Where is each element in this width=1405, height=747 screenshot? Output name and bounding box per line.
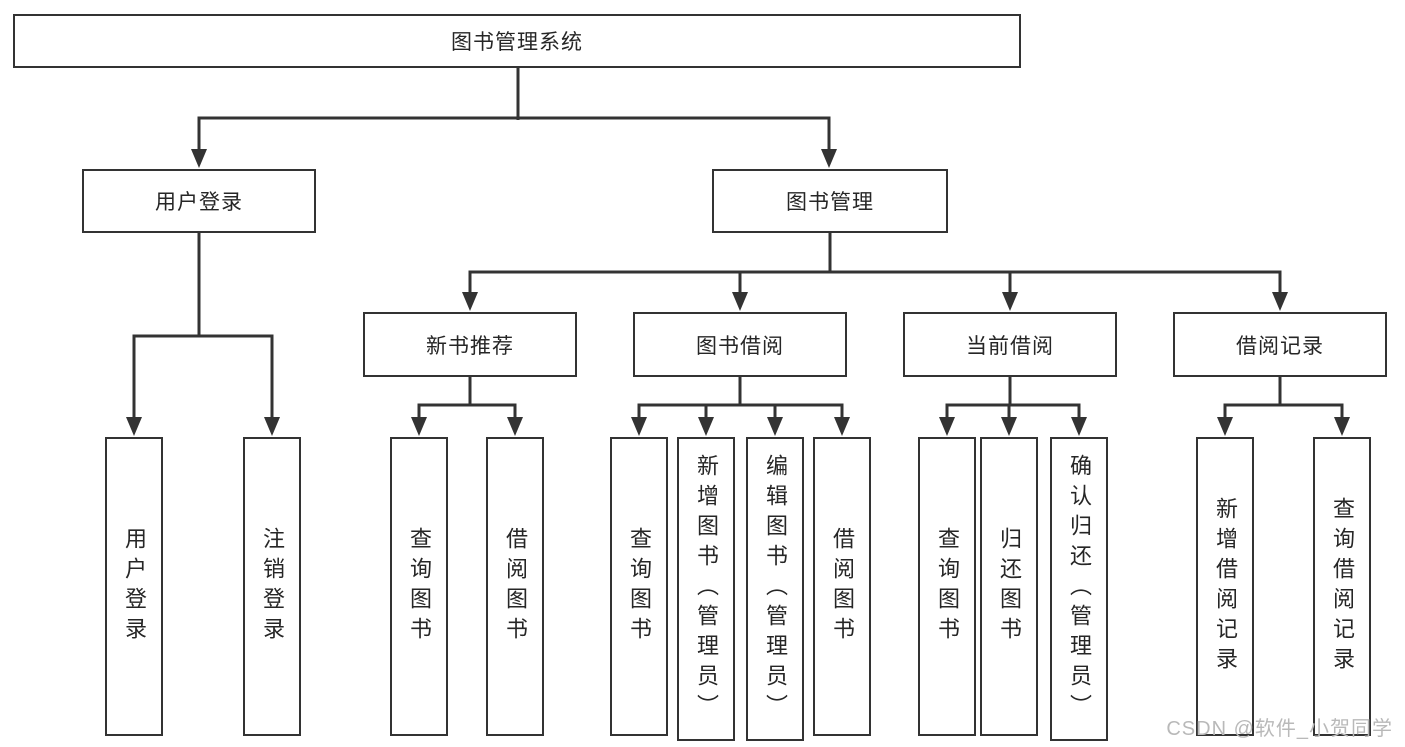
arrowhead xyxy=(1334,417,1350,436)
node-label: 查询图书 xyxy=(407,526,432,647)
leaf-query-books-current: 查询图书 xyxy=(918,437,976,736)
csdn-watermark: CSDN @软件_小贺同学 xyxy=(1166,718,1393,740)
node-label: 图书管理 xyxy=(786,191,874,214)
leaf-user-login: 用户登录 xyxy=(105,437,163,736)
node-label: 图书借阅 xyxy=(696,334,784,358)
arrowhead xyxy=(264,417,280,436)
node-label: 新书推荐 xyxy=(426,334,514,358)
node-label: 借阅图书 xyxy=(830,526,855,647)
leaf-add-borrow-record: 新增借阅记录 xyxy=(1196,437,1254,736)
arrowhead xyxy=(1001,417,1017,436)
arrowhead xyxy=(507,417,523,436)
arrowhead xyxy=(1217,417,1233,436)
node-label: 用户登录 xyxy=(122,526,147,647)
node-label: 借阅记录 xyxy=(1236,334,1324,358)
arrowhead xyxy=(1002,292,1018,311)
node-label: 注销登录 xyxy=(260,526,285,647)
node-label: 借阅图书 xyxy=(503,526,528,647)
arrowhead xyxy=(462,292,478,311)
node-label: 编辑图书（管理员） xyxy=(763,454,788,724)
node-label: 查询图书 xyxy=(627,526,652,647)
arrowhead xyxy=(939,417,955,436)
arrowhead xyxy=(191,149,207,168)
node-new-book-recommendation: 新书推荐 xyxy=(363,312,577,377)
arrowhead xyxy=(411,417,427,436)
leaf-query-books-newbook: 查询图书 xyxy=(390,437,448,736)
node-label: 新增借阅记录 xyxy=(1213,496,1238,677)
arrowhead xyxy=(732,292,748,311)
leaf-add-books-admin: 新增图书（管理员） xyxy=(677,437,735,741)
leaf-query-borrow-record: 查询借阅记录 xyxy=(1313,437,1371,736)
node-label: 查询图书 xyxy=(935,526,960,647)
arrowhead xyxy=(631,417,647,436)
node-book-borrowing: 图书借阅 xyxy=(633,312,847,377)
node-label: 查询借阅记录 xyxy=(1330,496,1355,677)
node-label: 用户登录 xyxy=(155,191,243,214)
leaf-borrow-books-newbook: 借阅图书 xyxy=(486,437,544,736)
arrowhead xyxy=(821,149,837,168)
arrowhead xyxy=(1071,417,1087,436)
node-library-system: 图书管理系统 xyxy=(13,14,1021,68)
leaf-logout: 注销登录 xyxy=(243,437,301,736)
node-book-management: 图书管理 xyxy=(712,169,948,233)
leaf-borrow-books-borrow: 借阅图书 xyxy=(813,437,871,736)
arrowhead xyxy=(126,417,142,436)
leaf-return-books: 归还图书 xyxy=(980,437,1038,736)
node-label: 归还图书 xyxy=(997,526,1022,647)
node-label: 当前借阅 xyxy=(966,334,1054,358)
node-borrowing-records: 借阅记录 xyxy=(1173,312,1387,377)
leaf-confirm-return-admin: 确认归还（管理员） xyxy=(1050,437,1108,741)
arrowhead xyxy=(1272,292,1288,311)
node-user-login: 用户登录 xyxy=(82,169,316,233)
node-current-borrowing: 当前借阅 xyxy=(903,312,1117,377)
node-label: 新增图书（管理员） xyxy=(694,454,719,724)
arrowhead xyxy=(698,417,714,436)
leaf-query-books-borrow: 查询图书 xyxy=(610,437,668,736)
leaf-edit-books-admin: 编辑图书（管理员） xyxy=(746,437,804,741)
node-label: 图书管理系统 xyxy=(451,31,583,54)
arrowhead xyxy=(834,417,850,436)
node-label: 确认归还（管理员） xyxy=(1067,454,1092,724)
arrowhead xyxy=(767,417,783,436)
